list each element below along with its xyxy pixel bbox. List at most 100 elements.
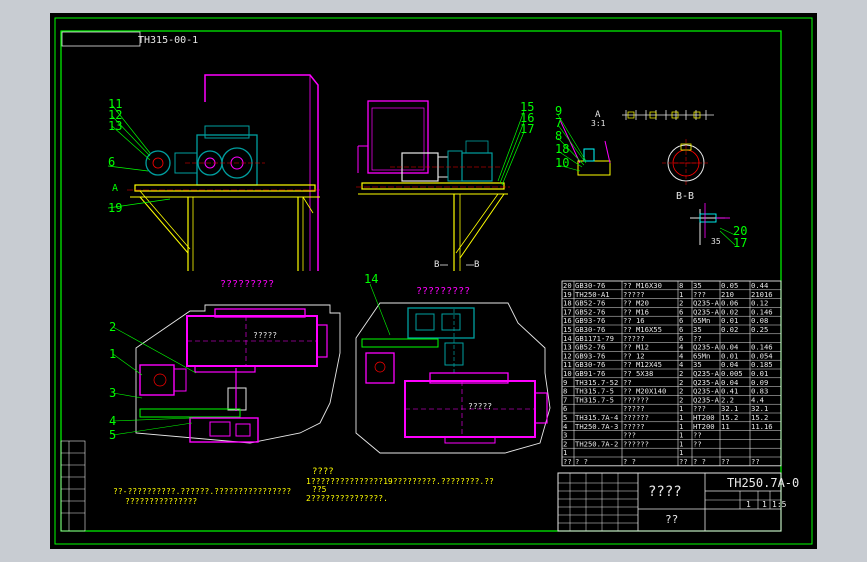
balloon-15: 15 <box>520 100 534 114</box>
bom-cell-code: TH315.7-5 <box>575 387 614 396</box>
bom-cell-qty: 6 <box>679 316 683 325</box>
bom-cell-qty: 1 <box>679 290 683 299</box>
bom-cell-code: TH250.7A-3 <box>575 422 618 431</box>
bom-cell-name: ?????? <box>623 395 649 404</box>
bom-cell-w: 15.2 <box>721 413 738 422</box>
bom-cell-mat: Q235-A <box>693 369 720 378</box>
bom-cell-no: 14 <box>563 334 572 343</box>
stamp-box <box>61 31 141 47</box>
note-right-line-2: ??5 <box>312 485 327 494</box>
balloon-17-detail: 17 <box>733 236 747 250</box>
cad-viewport[interactable]: TH315-00-1 11 12 13 <box>50 13 817 549</box>
title-block: ???? TH250.7A-0 ?? 1 1:5 1 <box>557 472 799 532</box>
bom-cell-name: ?? M16 <box>623 307 649 316</box>
detail-a-label: A <box>595 110 601 120</box>
notes: ??-??????????.??????.???????????????? ??… <box>113 467 494 506</box>
bom-cell-qty: 2 <box>679 387 683 396</box>
bom-cell-no: 8 <box>563 387 567 396</box>
balloon-4: 4 <box>109 414 116 428</box>
bom-cell-name: ?? M16X30 <box>623 281 662 290</box>
bom-cell-name: ?????? <box>623 413 649 422</box>
bom-cell-code: GB52-76 <box>575 307 605 316</box>
bom-cell-tw: 0.054 <box>751 351 773 360</box>
bom-cell-mat: 35 <box>693 360 702 369</box>
bom-cell-qty: 6 <box>679 325 683 334</box>
balloon-11: 11 <box>108 97 122 111</box>
bom-cell-w: 0.05 <box>721 281 738 290</box>
detail-a-scale: 3:1 <box>591 119 606 128</box>
bom-cell-name: ????? <box>623 422 645 431</box>
bom-cell-mat: Q235-A <box>693 307 720 316</box>
bom-cell-w: 0.41 <box>721 387 738 396</box>
bom-cell-tw: 21016 <box>751 290 773 299</box>
bom-cell-tw: 0.12 <box>751 299 768 308</box>
balloon-9: 9 <box>555 104 562 118</box>
bom-cell-mat: 65Mn <box>693 351 710 360</box>
bom-cell-code: GB52-76 <box>575 343 605 352</box>
drawing-number: TH250.7A-0 <box>727 476 799 490</box>
bom-cell-mat: Q235-A <box>693 395 720 404</box>
title-scale: 1:5 <box>772 500 787 509</box>
balloon-12: 12 <box>108 108 122 122</box>
bom-cell-mat: HT200 <box>693 413 715 422</box>
note-left-line-2: ??????????????? <box>125 497 197 506</box>
bom-cell-w: 0.01 <box>721 351 738 360</box>
bom-cell-qty: 4 <box>679 343 683 352</box>
balloon-6: 6 <box>108 155 115 169</box>
bom-cell-tw: 32.1 <box>751 404 768 413</box>
bom-cell-qty: 2 <box>679 369 683 378</box>
bom-cell-no: 17 <box>563 307 572 316</box>
bom-cell-name: ??? <box>623 431 636 440</box>
bom-cell-name: ? ? <box>623 457 636 466</box>
bom-cell-no: ?? <box>563 457 572 466</box>
bom-cell-mat: Q235-A <box>693 387 720 396</box>
bom-cell-name: ?? M12X45 <box>623 360 662 369</box>
bom-cell-mat: ? ? <box>693 457 706 466</box>
bom-cell-qty: ?? <box>679 457 688 466</box>
bom-cell-tw: 0.146 <box>751 307 773 316</box>
bom-cell-no: 12 <box>563 351 572 360</box>
plan-view-right: ????? 14 <box>355 272 551 454</box>
balloon-10: 10 <box>555 156 569 170</box>
balloon-a-left: A <box>112 183 118 194</box>
balloon-7: 7 <box>555 116 562 130</box>
bom-cell-qty: 1 <box>679 439 683 448</box>
bom-cell-tw: 0.146 <box>751 343 773 352</box>
bom-cell-w: 0.06 <box>721 299 738 308</box>
drawing-stamp: TH315-00-1 <box>138 35 198 46</box>
bom-cell-w: 0.04 <box>721 343 738 352</box>
bom-cell-mat: Q235-A <box>693 299 720 308</box>
bom-cell-no: 10 <box>563 369 572 378</box>
bom-cell-w: 0.005 <box>721 369 743 378</box>
bom-cell-code: ? ? <box>575 457 588 466</box>
title-qty: 1 <box>746 500 751 509</box>
section-marker-b-right: B <box>474 260 479 270</box>
bom-cell-tw: 11.16 <box>751 422 773 431</box>
bom-cell-code: TH250-A1 <box>575 290 610 299</box>
bom-cell-qty: 2 <box>679 299 683 308</box>
bom-cell-code: GB52-76 <box>575 299 605 308</box>
bom-cell-name: ?? M20X140 <box>623 387 666 396</box>
section-b-b: B-B <box>662 139 710 202</box>
bom-cell-w: 0.02 <box>721 325 738 334</box>
bom-cell-mat: ??? <box>693 404 706 413</box>
balloon-20: 20 <box>733 224 747 238</box>
bom-cell-qty: 6 <box>679 334 683 343</box>
balloon-13: 13 <box>108 119 122 133</box>
balloon-17: 17 <box>520 122 534 136</box>
bom-cell-w: ?? <box>721 457 730 466</box>
note-left-line-1: ??-??????????.??????.???????????????? <box>113 487 291 496</box>
bom-cell-qty: 8 <box>679 281 683 290</box>
